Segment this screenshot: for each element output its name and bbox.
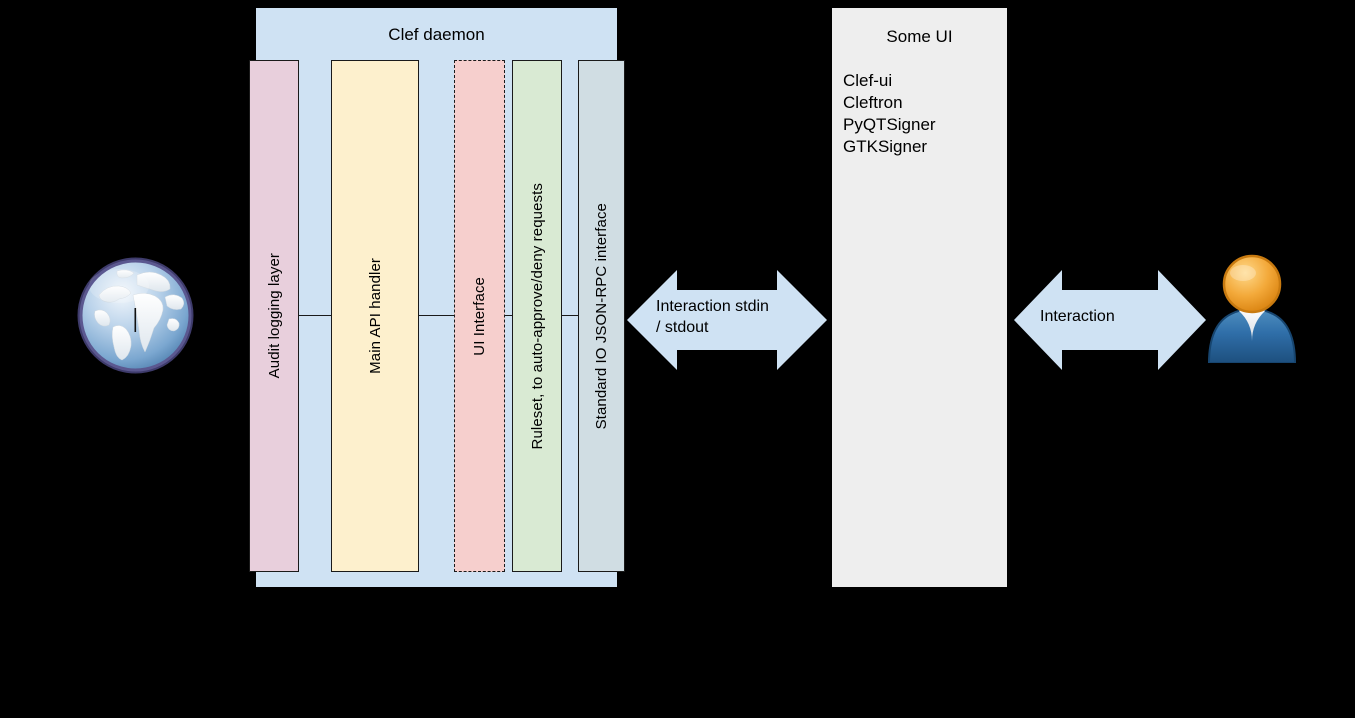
interaction-arrow-label: Interaction bbox=[1040, 308, 1115, 325]
component-audit-logging-layer[interactable]: Audit logging layer bbox=[249, 60, 299, 572]
component-main-api-handler[interactable]: Main API handler bbox=[331, 60, 419, 572]
clef-daemon-title: Clef daemon bbox=[388, 25, 485, 44]
connector-ruleset-to-jsonrpc bbox=[561, 315, 579, 316]
connector-api-to-ui bbox=[418, 315, 455, 316]
stdio-arrow-label: Interaction stdin / stdout bbox=[656, 298, 769, 336]
stdio-arrow bbox=[627, 270, 827, 370]
connector-ui-to-ruleset bbox=[503, 315, 514, 316]
component-label-ruleset: Ruleset, to auto-approve/deny requests bbox=[528, 182, 546, 450]
internet-globe-icon bbox=[73, 253, 198, 378]
interaction-arrow bbox=[1014, 270, 1206, 370]
user-person-icon bbox=[1203, 253, 1300, 364]
component-label-standard-io-jsonrpc-interface: Standard IO JSON-RPC interface bbox=[593, 202, 610, 430]
list-item: GTKSigner bbox=[843, 137, 928, 156]
list-item: PyQTSigner bbox=[843, 115, 936, 134]
list-item: Clef-ui bbox=[843, 71, 893, 90]
some-ui-title: Some UI bbox=[886, 27, 953, 46]
component-ui-interface[interactable]: UI Interface bbox=[454, 60, 505, 572]
component-ruleset[interactable]: Ruleset, to auto-approve/deny requests bbox=[512, 60, 562, 572]
some-ui-list: Clef-ui Cleftron PyQTSigner GTKSigner bbox=[843, 70, 1003, 158]
list-item: Cleftron bbox=[843, 93, 903, 112]
some-ui-panel: Some UI Clef-ui Cleftron PyQTSigner GTKS… bbox=[832, 8, 1007, 587]
clef-daemon-container: Clef daemon bbox=[256, 8, 617, 587]
component-label-ui-interface: UI Interface bbox=[471, 276, 488, 356]
component-standard-io-jsonrpc-interface[interactable]: Standard IO JSON-RPC interface bbox=[578, 60, 625, 572]
component-label-main-api-handler: Main API handler bbox=[366, 258, 384, 374]
connector-audit-to-api bbox=[299, 315, 332, 316]
component-label-audit-logging-layer: Audit logging layer bbox=[265, 253, 283, 379]
